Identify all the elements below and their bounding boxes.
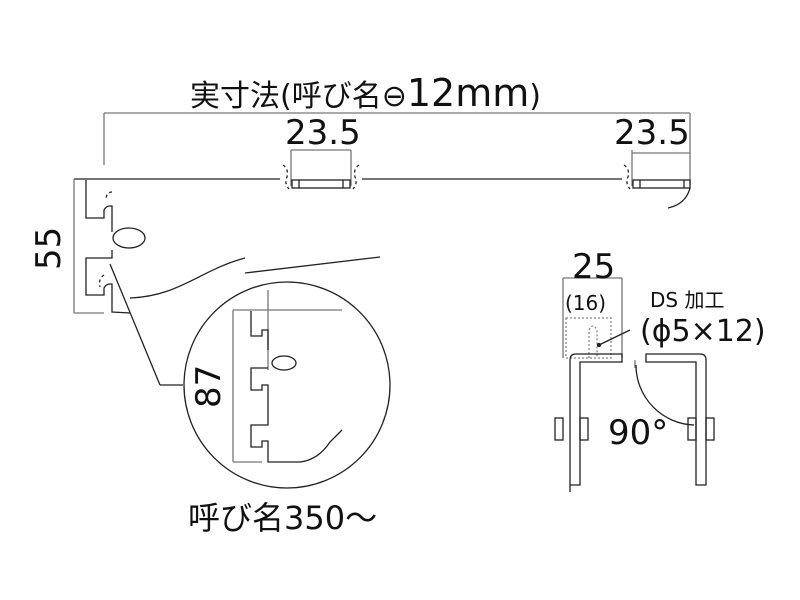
detail-circle xyxy=(183,281,391,489)
page-title: 実寸法(呼び名⊖12mm) xyxy=(190,71,541,115)
dim-inner-width: (16) xyxy=(565,291,607,315)
bracket-lower-curve xyxy=(129,257,246,299)
detail-profile xyxy=(232,290,343,463)
dim-height: 55 xyxy=(29,226,69,270)
angle-arc xyxy=(635,364,695,426)
dim-side-width: 25 xyxy=(572,247,616,287)
diameter-symbol-icon: ⊖ xyxy=(381,79,407,114)
slot-right xyxy=(623,150,691,209)
side-view xyxy=(554,277,715,492)
bracket-hooks xyxy=(85,180,146,314)
ds-spec: (ϕ5×12) xyxy=(640,314,766,349)
dim-right-slot: 23.5 xyxy=(614,113,690,153)
dim-left-slot: 23.5 xyxy=(285,113,361,153)
slot-left xyxy=(282,149,360,190)
detail-leader xyxy=(109,263,161,386)
dim-detail-height: 87 xyxy=(189,364,229,408)
angle-label: 90° xyxy=(608,413,669,453)
nominal-size-label: 呼び名350～ xyxy=(188,499,378,537)
ds-label: DS 加工 xyxy=(650,288,725,312)
